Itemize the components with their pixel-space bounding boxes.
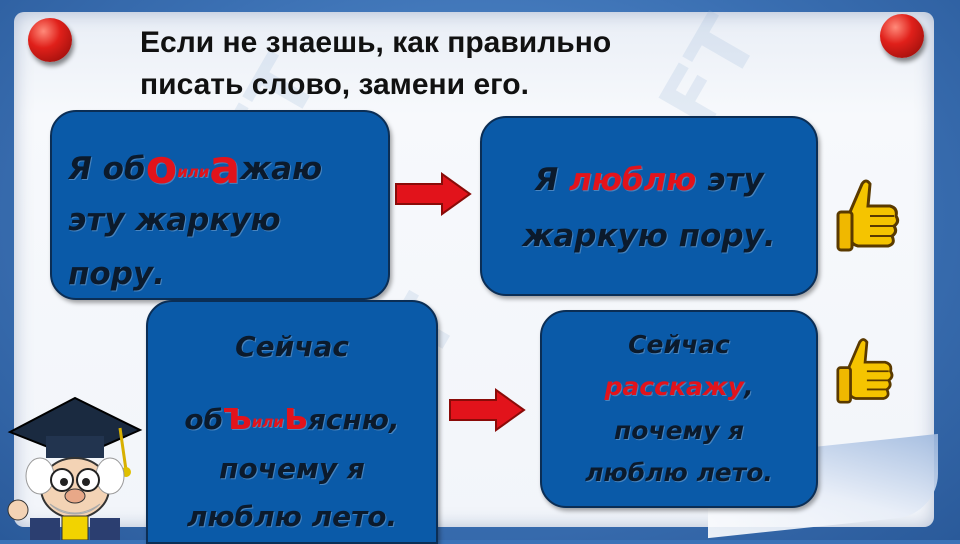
box3-line-4: люблю лето.	[186, 500, 398, 533]
box1-letter-a: а	[209, 140, 241, 194]
pushpin-icon	[28, 18, 72, 62]
box2-post: эту	[696, 162, 764, 198]
box1-line-3: пору.	[68, 256, 165, 292]
box3-line-2: объилиьясню,	[148, 394, 436, 438]
page-title: Если не знаешь, как правильно писать сло…	[140, 22, 740, 106]
box1-word-end: жаю	[240, 151, 323, 187]
box1-word-start: Я об	[68, 151, 146, 187]
box3-line-3: почему я	[219, 452, 365, 485]
box2-highlight: люблю	[568, 162, 697, 198]
box3-word-end: ясню,	[307, 403, 400, 436]
thumbs-up-icon	[836, 338, 894, 404]
example-box-1: Я обоилиажаю эту жаркую пору.	[50, 110, 390, 300]
thumbs-up-icon	[836, 179, 900, 252]
box2-line-1: Я люблю эту	[482, 162, 816, 198]
box4-line-2: расскажу,	[542, 372, 816, 401]
box3-word-start: об	[184, 403, 224, 436]
box1-line-2: эту жаркую	[68, 202, 281, 238]
box4-line-1: Сейчас	[628, 330, 730, 359]
pushpin-icon	[880, 14, 924, 58]
box2-pre: Я	[534, 162, 569, 198]
box3-letter-hard: ъ	[223, 394, 252, 438]
professor-mascot	[7, 396, 143, 540]
box1-line-1: Я обоилиажаю	[68, 140, 322, 194]
example-box-2: Я люблю эту жаркую пору.	[480, 116, 818, 296]
box3-letter-soft: ь	[283, 394, 308, 438]
example-box-3: Сейчас объилиьясню, почему я люблю лето.	[146, 300, 438, 544]
arrow-right-icon	[395, 172, 472, 216]
box2-line-2: жаркую пору.	[522, 218, 776, 254]
box4-line-4: люблю лето.	[585, 458, 773, 487]
example-box-4: Сейчас расскажу, почему я люблю лето.	[540, 310, 818, 508]
box1-or-word: или	[177, 163, 210, 181]
box4-comma: ,	[743, 372, 754, 401]
box3-line-1: Сейчас	[235, 330, 349, 363]
box4-line-3: почему я	[613, 416, 745, 445]
box1-letter-o: о	[145, 140, 178, 194]
box4-highlight: расскажу	[604, 372, 744, 401]
title-line-2: писать слово, замени его.	[140, 68, 529, 101]
title-line-1: Если не знаешь, как правильно	[140, 26, 612, 59]
box3-or-word: или	[251, 413, 284, 431]
arrow-right-icon	[449, 388, 526, 432]
